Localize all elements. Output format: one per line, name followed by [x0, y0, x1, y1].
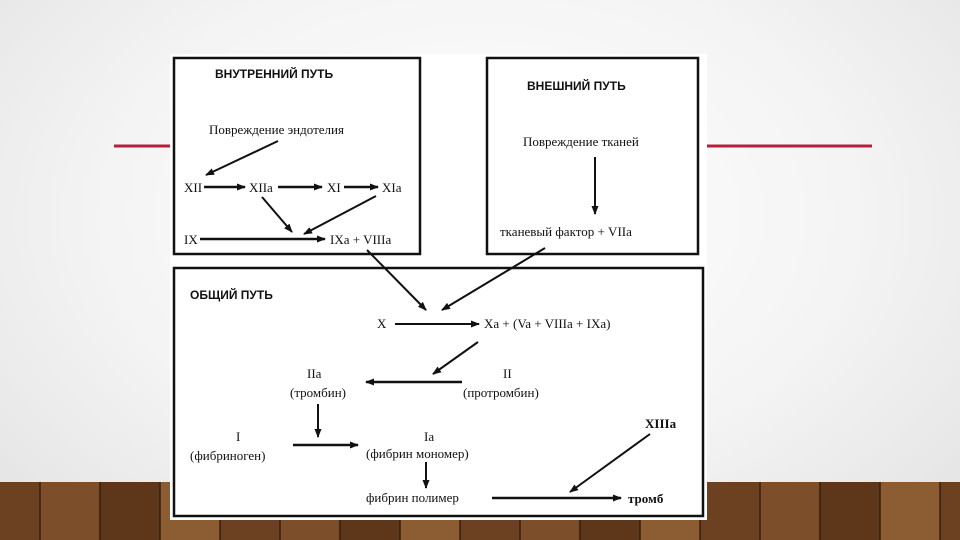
factor-ia-label: Ia [424, 429, 434, 444]
ixa-viiia-label: IXa + VIIIa [330, 232, 391, 247]
arrow-ixa-to-x [367, 250, 426, 310]
intrinsic-title: ВНУТРЕННИЙ ПУТЬ [215, 66, 333, 81]
arrow-xa-to-ii [433, 342, 478, 374]
common-title: ОБЩИЙ ПУТЬ [190, 287, 273, 302]
coagulation-diagram: ВНУТРЕННИЙ ПУТЬ Повреждение эндотелия XI… [170, 54, 707, 520]
extrinsic-title: ВНЕШНИЙ ПУТЬ [527, 78, 626, 93]
factor-i-label: I [236, 429, 240, 444]
intrinsic-pathway-panel [174, 58, 420, 254]
tissue-damage-label: Повреждение тканей [523, 134, 639, 149]
arrow-endothelium-to-xii [206, 141, 278, 175]
prothrombin-label: (протромбин) [463, 385, 539, 400]
factor-ix-label: IX [184, 232, 198, 247]
factor-ii-label: II [503, 366, 512, 381]
common-pathway-panel [174, 268, 703, 516]
factor-xiiia-label: XIIIa [645, 416, 677, 431]
factor-xi-label: XI [327, 180, 341, 195]
factor-iia-label: IIa [307, 366, 322, 381]
coagulation-cascade-figure: ВНУТРЕННИЙ ПУТЬ Повреждение эндотелия XI… [170, 54, 707, 520]
arrow-tf-to-x [442, 248, 545, 310]
xa-complex-label: Xa + (Va + VIIIa + IXa) [484, 316, 610, 331]
fibrin-monomer-label: (фибрин мономер) [366, 446, 469, 461]
thrombus-label: тромб [628, 491, 664, 506]
factor-xii-label: XII [184, 180, 202, 195]
tissue-factor-viia-label: тканевый фактор + VIIa [500, 224, 632, 239]
arrow-xia-to-ixa [304, 196, 376, 234]
fibrinogen-label: (фибриноген) [190, 448, 265, 463]
fibrin-polymer-label: фибрин полимер [366, 490, 459, 505]
arrow-xiia-to-ixa [262, 197, 292, 232]
thrombin-label: (тромбин) [290, 385, 346, 400]
factor-xia-label: XIa [382, 180, 402, 195]
endothelium-damage-label: Повреждение эндотелия [209, 122, 344, 137]
arrow-xiiia-to-polymerization [570, 434, 650, 492]
factor-xiia-label: XIIa [249, 180, 273, 195]
factor-x-label: X [377, 316, 387, 331]
